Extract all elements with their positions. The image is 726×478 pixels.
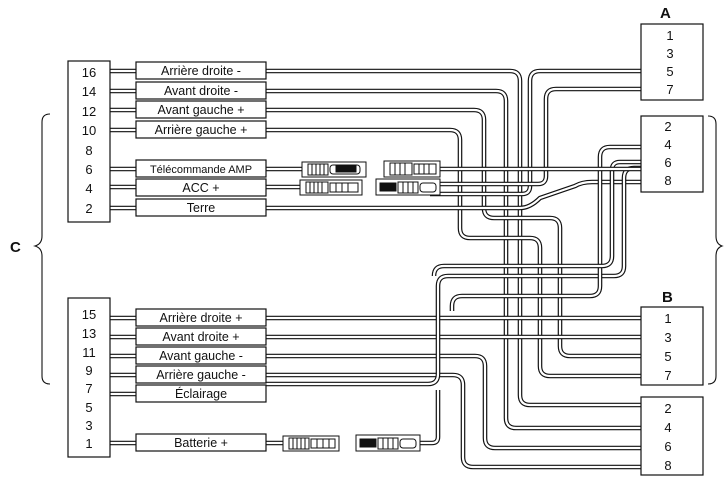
label-batterie-plus: Batterie + bbox=[174, 436, 228, 450]
harness-lower-pin-box: 15 13 11 9 7 5 3 1 bbox=[67, 297, 111, 458]
connector-c-brace: C bbox=[10, 113, 51, 385]
harness-upper-labels: Arrière droite - Avant droite - Avant ga… bbox=[135, 61, 267, 217]
b-pin-4: 4 bbox=[664, 420, 671, 435]
wires bbox=[110, 68, 641, 470]
label-arriere-gauche-minus: Arrière gauche - bbox=[156, 368, 246, 382]
harness-upper-pin-box: 16 14 12 10 8 6 4 2 bbox=[67, 60, 111, 223]
lower-pin-3: 3 bbox=[85, 418, 92, 433]
lower-pin-11: 11 bbox=[82, 345, 96, 360]
a-pin-6: 6 bbox=[664, 155, 671, 170]
label-acc-plus: ACC + bbox=[182, 181, 219, 195]
label-arriere-droite-plus: Arrière droite + bbox=[159, 311, 242, 325]
upper-pin-4: 4 bbox=[85, 181, 92, 196]
lower-pin-9: 9 bbox=[85, 363, 92, 378]
label-avant-gauche-minus: Avant gauche - bbox=[159, 349, 243, 363]
connector-acc-female bbox=[375, 178, 441, 196]
wire-avant-gauche-minus bbox=[266, 353, 641, 451]
label-avant-gauche-plus: Avant gauche + bbox=[158, 103, 245, 117]
b-pin-1: 1 bbox=[664, 311, 671, 326]
upper-pin-12: 12 bbox=[82, 104, 96, 119]
inline-connectors bbox=[282, 160, 441, 452]
a-pin-7: 7 bbox=[666, 82, 673, 97]
upper-pin-8: 8 bbox=[85, 143, 92, 158]
wire-arriere-gauche-minus bbox=[266, 372, 641, 470]
a-pin-1: 1 bbox=[666, 28, 673, 43]
label-arriere-gauche-plus: Arrière gauche + bbox=[155, 123, 248, 137]
upper-pin-10: 10 bbox=[82, 123, 96, 138]
connector-c-letter: C bbox=[10, 239, 21, 256]
connector-batterie-male bbox=[282, 435, 340, 452]
upper-pin-16: 16 bbox=[82, 65, 96, 80]
a-pin-4: 4 bbox=[664, 137, 671, 152]
b-pin-8: 8 bbox=[664, 458, 671, 473]
upper-pin-6: 6 bbox=[85, 162, 92, 177]
lower-pin-7: 7 bbox=[85, 381, 92, 396]
connector-b: B 1 3 5 7 2 4 6 8 bbox=[640, 289, 704, 476]
harness-lower-labels: Arrière droite + Avant droite + Avant ga… bbox=[135, 308, 267, 452]
connector-a: A 1 3 5 7 2 4 6 8 bbox=[640, 5, 704, 193]
label-arriere-droite-minus: Arrière droite - bbox=[161, 64, 241, 78]
a-pin-2: 2 bbox=[664, 119, 671, 134]
label-telecommande-amp: Télécommande AMP bbox=[150, 164, 252, 176]
label-terre: Terre bbox=[187, 201, 216, 215]
connector-batterie-female bbox=[355, 434, 421, 452]
lower-pin-13: 13 bbox=[82, 326, 96, 341]
upper-pin-2: 2 bbox=[85, 201, 92, 216]
connector-telecommande-female bbox=[383, 160, 441, 178]
b-pin-6: 6 bbox=[664, 439, 671, 454]
label-eclairage: Éclairage bbox=[175, 386, 227, 401]
b-pin-3: 3 bbox=[664, 330, 671, 345]
a-pin-3: 3 bbox=[666, 46, 673, 61]
lower-pin-1: 1 bbox=[85, 436, 92, 451]
b-pin-7: 7 bbox=[664, 368, 671, 383]
connector-telecommande-male bbox=[301, 161, 367, 178]
label-avant-droite-minus: Avant droite - bbox=[164, 84, 238, 98]
connector-a-letter: A bbox=[660, 5, 671, 22]
b-pin-2: 2 bbox=[664, 401, 671, 416]
lower-pin-15: 15 bbox=[82, 307, 96, 322]
a-pin-5: 5 bbox=[666, 64, 673, 79]
connector-acc-male bbox=[299, 179, 363, 196]
connector-b-letter: B bbox=[662, 289, 673, 306]
right-brace bbox=[707, 115, 724, 385]
b-pin-5: 5 bbox=[664, 349, 671, 364]
lower-pin-5: 5 bbox=[85, 400, 92, 415]
a-pin-8: 8 bbox=[664, 173, 671, 188]
label-avant-droite-plus: Avant droite + bbox=[162, 330, 239, 344]
upper-pin-14: 14 bbox=[82, 84, 96, 99]
